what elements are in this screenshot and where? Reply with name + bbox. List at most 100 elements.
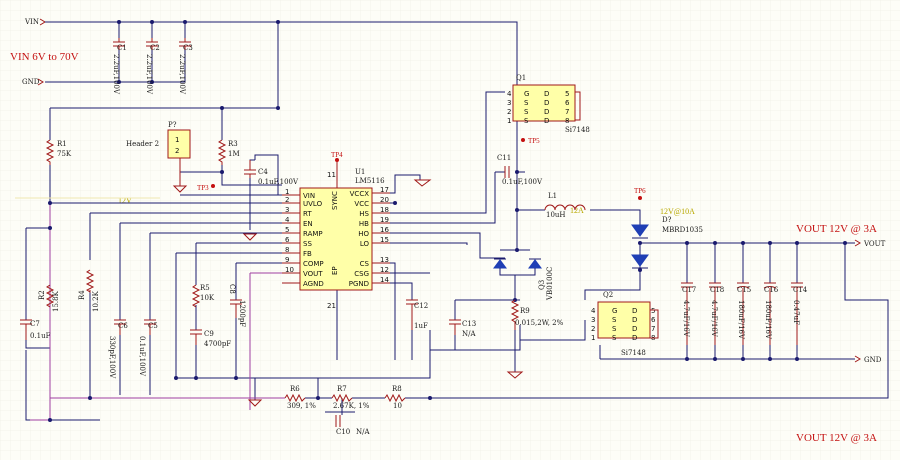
c13-value: N/A <box>462 330 476 338</box>
svg-text:4: 4 <box>591 307 596 315</box>
svg-text:7: 7 <box>565 108 569 116</box>
capacitor-c3: C3 2.2uF,100V <box>178 38 193 95</box>
svg-text:D: D <box>544 117 549 125</box>
q3-ref: Q3 <box>538 280 546 290</box>
svg-text:2: 2 <box>507 108 511 116</box>
ic-left-pin-num: 9 <box>285 256 289 264</box>
c7-ref: C7 <box>30 320 40 328</box>
tp6-label: TP6 <box>634 187 646 195</box>
ic-left-pin-name: FB <box>303 250 312 258</box>
svg-text:6: 6 <box>651 316 656 324</box>
c2-ref: C2 <box>150 44 160 52</box>
q2-value: Si7148 <box>621 349 646 357</box>
ic-u1-part: LM5116 <box>355 177 385 185</box>
p2-value: Header 2 <box>126 140 159 148</box>
capacitor-c10: C10 N/A <box>335 415 370 436</box>
gnd-port-left-label: GND <box>22 78 40 86</box>
ic-ep-label: EP <box>331 266 339 275</box>
testpoint-tp5: TP5 <box>521 137 540 145</box>
q1-value: Si7148 <box>565 126 590 134</box>
r1-ref: R1 <box>57 140 67 148</box>
diode-mbrd1035: D? MBRD1035 <box>631 216 703 269</box>
vout-spec-bottom: VOUT 12V @ 3A <box>796 432 877 444</box>
vin-range-label: VIN 6V to 70V <box>10 51 79 63</box>
r5-ref: R5 <box>200 284 210 292</box>
ic-right-pin-num: 14 <box>380 276 389 284</box>
testpoint-tp3: TP3 <box>197 184 215 192</box>
q3-value: VB0100C <box>546 267 554 301</box>
svg-text:D: D <box>632 334 637 342</box>
c8-value: 1200pF <box>238 300 246 327</box>
svg-text:1: 1 <box>591 334 595 342</box>
resistor-r5: R5 10K <box>191 284 215 308</box>
inductor-l1: L1 10uH <box>544 192 586 219</box>
ic-u1-ref: U1 <box>355 168 365 176</box>
svg-text:D: D <box>632 325 637 333</box>
svg-text:3: 3 <box>591 316 595 324</box>
r7-value: 2.67K, 1% <box>333 402 370 410</box>
capacitor-c2: C2 2.2uF,100V <box>145 38 160 95</box>
ic-left-pin-name: COMP <box>303 260 324 268</box>
ic-left-pin-num: 8 <box>285 246 289 254</box>
c4-ref: C4 <box>258 168 268 176</box>
capacitor-c4: C4 0.1uF,100V <box>242 160 299 241</box>
r4-ref: R4 <box>78 290 86 300</box>
l1-value: 10uH <box>546 211 566 219</box>
ic-sync-label: SYNC <box>331 191 339 210</box>
gnd-port-right: GND <box>854 355 882 364</box>
c6-ref: C6 <box>118 322 128 330</box>
l1-ref: L1 <box>548 192 557 200</box>
ic-left-pin-name: EN <box>303 220 313 228</box>
r6-value: 309, 1% <box>287 402 316 410</box>
inductor-current-label: 12A <box>570 206 584 215</box>
mosfet-q1: Q1 Si7148 G DD DD SS S 43 21 56 78 <box>507 74 590 134</box>
svg-text:5: 5 <box>565 90 569 98</box>
c1-value: 2.2uF,100V <box>112 54 120 95</box>
vin-port-label: VIN <box>24 18 39 26</box>
ic-right-pin-num: 17 <box>380 186 389 194</box>
ic-left-pin-name: AGND <box>303 280 324 288</box>
ic-right-pin-name: VCC <box>354 200 369 208</box>
resistor-r3: R3 1M <box>217 139 240 165</box>
c3-value: 2.2uF,100V <box>178 54 186 95</box>
r8-ref: R8 <box>392 385 402 393</box>
ic-right-pin-name: LO <box>360 240 370 248</box>
ic-right-pin-num: 18 <box>380 206 389 214</box>
capacitor-c18: C18 4.7uF/16V <box>709 282 724 345</box>
svg-text:2: 2 <box>591 325 595 333</box>
ic-right-pin-name: PGND <box>349 280 369 288</box>
c14-ref: C14 <box>793 286 808 294</box>
svg-text:S: S <box>612 316 617 324</box>
svg-text:G: G <box>612 307 617 315</box>
tp3-label: TP3 <box>197 184 209 192</box>
ic-right-pin-name: VCCX <box>350 190 370 198</box>
svg-text:3: 3 <box>507 99 511 107</box>
c8-ref: C8 <box>228 284 236 294</box>
svg-text:6: 6 <box>565 99 570 107</box>
svg-text:D: D <box>544 90 549 98</box>
capacitor-c15: C15 180uF/16V <box>736 282 751 345</box>
ic-left-pin-num: 1 <box>285 188 289 196</box>
c18-ref: C18 <box>710 286 724 294</box>
out-12v-10a-label: 12V@10A <box>660 207 695 216</box>
svg-text:S: S <box>612 325 617 333</box>
testpoint-tp6: TP6 <box>634 187 646 200</box>
svg-text:8: 8 <box>565 117 569 125</box>
ground-symbols <box>247 399 263 407</box>
capacitor-c13: C13 N/A <box>449 319 476 338</box>
svg-text:S: S <box>612 334 617 342</box>
svg-text:1: 1 <box>175 136 179 144</box>
ic-right-pin-name: HB <box>359 220 369 228</box>
r3-value: 1M <box>228 150 240 158</box>
svg-text:7: 7 <box>651 325 655 333</box>
r8-value: 10 <box>393 402 402 410</box>
c16-ref: C16 <box>764 286 779 294</box>
